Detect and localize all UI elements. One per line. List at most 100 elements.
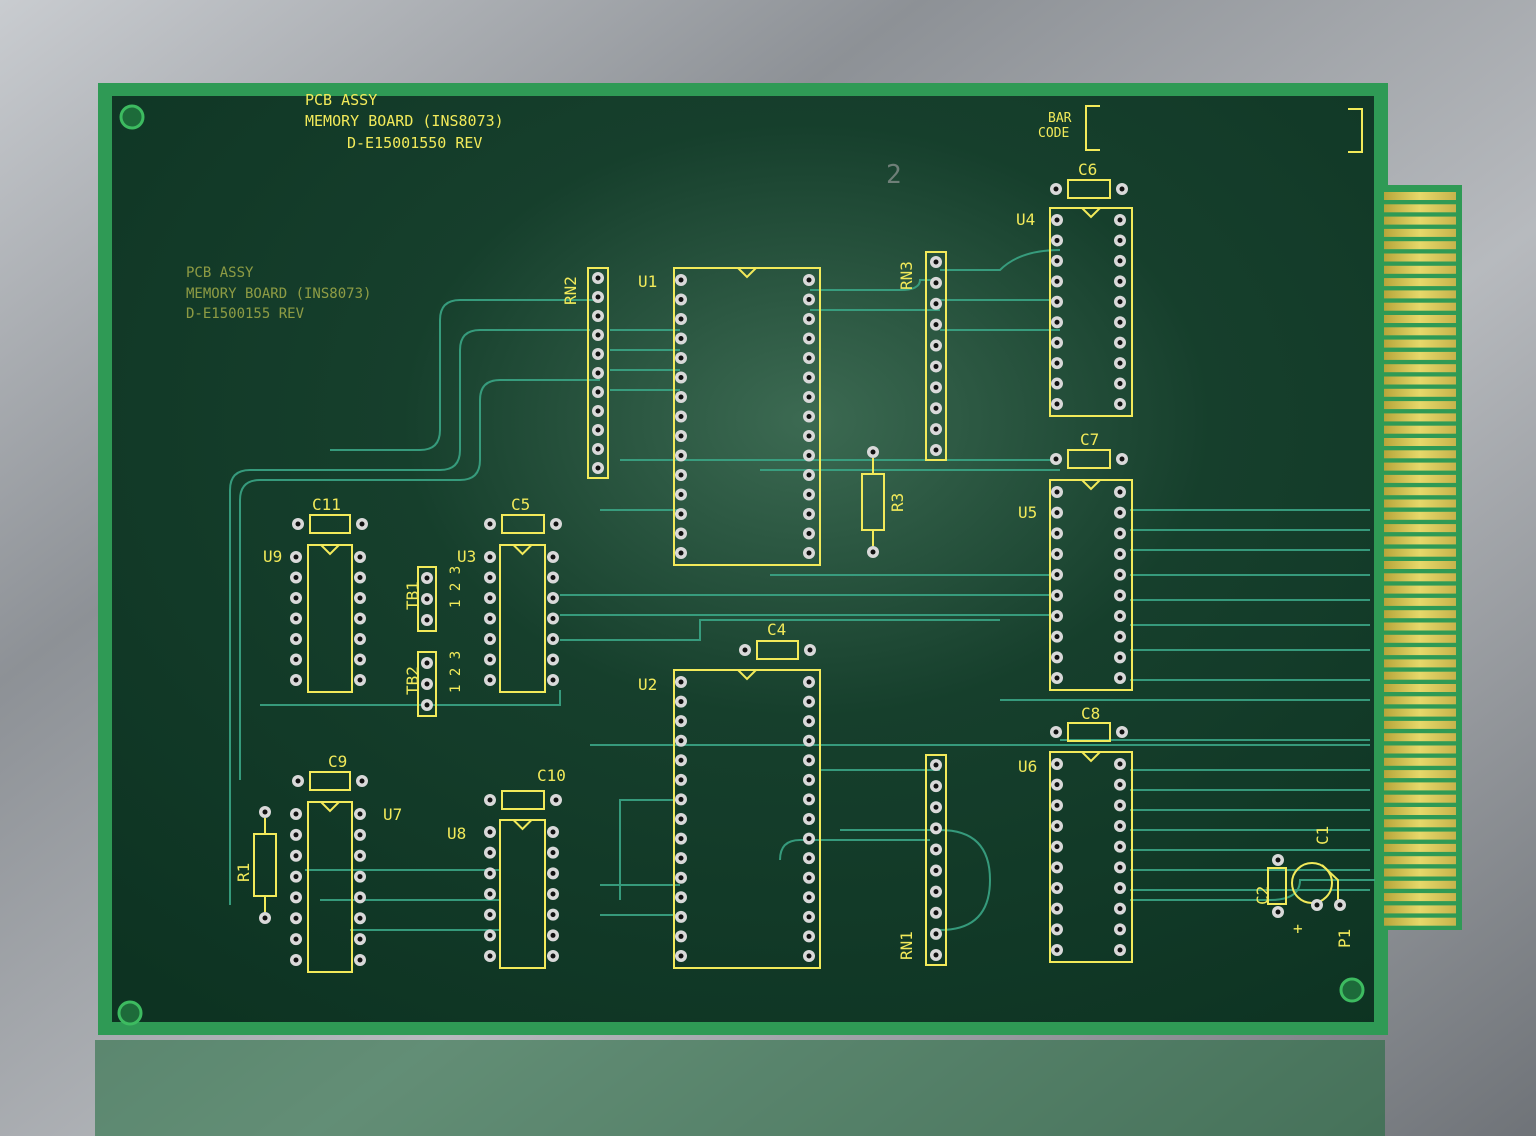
gold-finger [1384, 511, 1456, 520]
drill-hole [678, 472, 684, 478]
gold-finger [1384, 880, 1456, 889]
gold-finger [1384, 659, 1456, 668]
capacitor-c4 [739, 640, 816, 660]
drill-hole [1117, 823, 1123, 829]
drill-hole [262, 809, 268, 815]
gold-finger [1384, 278, 1456, 287]
barcode-label-line2: CODE [1038, 126, 1069, 141]
drill-hole [806, 453, 812, 458]
pin1-notch [1081, 751, 1101, 763]
label-rn3: RN3 [897, 261, 916, 290]
drill-hole [933, 363, 939, 369]
ic-u8 [484, 819, 559, 969]
resistor-network-rn1 [925, 754, 947, 966]
drill-hole [870, 549, 876, 555]
drill-hole [550, 657, 556, 662]
drill-hole [678, 355, 684, 361]
drill-hole [424, 660, 430, 666]
drill-hole [1117, 381, 1123, 387]
drill-hole [1119, 456, 1125, 462]
gold-finger [1384, 474, 1456, 483]
gold-finger [1384, 819, 1456, 828]
drill-hole [595, 275, 601, 281]
drill-hole [933, 343, 939, 349]
drill-hole [293, 657, 299, 662]
capacitor-c7 [1050, 449, 1128, 469]
trace [940, 249, 1061, 271]
drill-hole [295, 521, 301, 527]
drill-hole [1117, 258, 1123, 264]
gold-finger [1384, 647, 1456, 656]
pin1-notch [1081, 207, 1101, 219]
drill-hole [933, 931, 939, 937]
drill-hole [487, 953, 493, 959]
gold-finger [1384, 757, 1456, 766]
board-part-number: D-E15001550 REV [347, 134, 482, 152]
capacitor-c5 [484, 514, 562, 534]
trace [330, 299, 600, 451]
drill-hole [424, 617, 430, 623]
drill-hole [357, 657, 363, 662]
label-tb1: TB1 [403, 581, 422, 610]
gold-finger [1384, 696, 1456, 705]
drill-hole [553, 797, 559, 803]
drill-hole [933, 426, 939, 432]
drill-hole [553, 521, 559, 527]
ic-u5 [1049, 479, 1133, 691]
trace [619, 799, 680, 900]
drill-hole [1054, 381, 1060, 387]
drill-hole [1054, 319, 1060, 325]
drill-hole [357, 874, 363, 880]
drill-hole [1117, 613, 1123, 619]
drill-hole [678, 836, 684, 842]
drill-hole [1054, 947, 1060, 953]
gold-finger [1384, 548, 1456, 557]
drill-hole [359, 521, 365, 527]
drill-hole [1117, 885, 1123, 891]
gold-finger [1384, 536, 1456, 545]
drill-hole [806, 894, 812, 900]
jumper-tb1 [417, 566, 437, 632]
drill-hole [933, 280, 939, 286]
capacitor-c11 [292, 514, 368, 534]
pin1-notch [320, 544, 340, 556]
drill-hole [806, 796, 812, 802]
gold-finger [1384, 770, 1456, 779]
capacitor-c1-c2 [1267, 854, 1346, 918]
drill-hole [1054, 802, 1060, 808]
label-u3: U3 [457, 547, 476, 566]
drill-hole [1117, 299, 1123, 305]
drill-hole [1117, 572, 1123, 578]
drill-hole [487, 932, 493, 938]
drill-hole [933, 762, 939, 768]
edge-connector-gold-fingers [1384, 192, 1456, 926]
drill-hole [1054, 360, 1060, 366]
drill-hole [678, 316, 684, 322]
drill-hole [293, 832, 299, 838]
drill-hole [550, 891, 556, 897]
drill-hole [487, 554, 493, 560]
ic-u9 [290, 544, 366, 693]
drill-hole [1054, 823, 1060, 829]
drill-hole [1314, 902, 1320, 908]
gold-finger [1384, 524, 1456, 533]
drill-hole [357, 832, 363, 838]
drill-hole [933, 825, 939, 831]
drill-hole [806, 472, 812, 478]
ic-u4 [1049, 207, 1133, 417]
board-title-line2: MEMORY BOARD (INS8073) [305, 112, 504, 130]
drill-hole [595, 351, 601, 357]
label-c10: C10 [537, 766, 566, 785]
drill-hole [1119, 729, 1125, 735]
drill-hole [293, 957, 299, 963]
drill-hole [293, 894, 299, 900]
drill-hole [933, 952, 939, 958]
label-u2: U2 [638, 675, 657, 694]
label-u4: U4 [1016, 210, 1035, 229]
trace [260, 690, 561, 706]
drill-hole [806, 375, 812, 380]
gold-finger [1384, 339, 1456, 348]
gold-finger [1384, 265, 1456, 274]
label-u9: U9 [263, 547, 282, 566]
drill-hole [678, 914, 684, 920]
